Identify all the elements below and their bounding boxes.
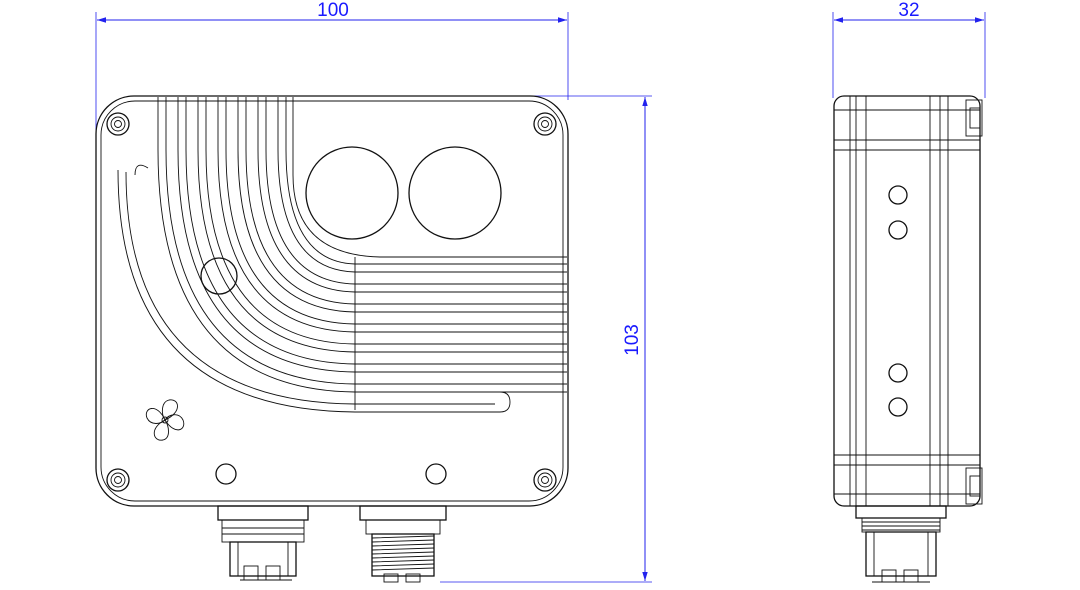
front-view: [95, 95, 569, 583]
mount-hole-right: [425, 463, 447, 485]
corner-screw-bottom-right: [533, 468, 557, 492]
dimension-label-height: 103: [622, 324, 643, 356]
side-hole-3: [888, 363, 908, 383]
lens-left: [305, 146, 399, 240]
side-hole-2: [888, 220, 908, 240]
lens-right: [408, 146, 502, 240]
mount-hole-left: [215, 463, 237, 485]
connector-right: [359, 505, 447, 583]
fan-propeller-logo: [145, 399, 185, 441]
side-connector: [855, 505, 947, 583]
connector-left: [217, 505, 309, 581]
dimension-depth-32: 32: [832, 0, 986, 98]
dimension-label-width: 100: [317, 0, 349, 21]
vent-hole: [200, 257, 238, 295]
dimension-height-103: 103: [440, 95, 652, 583]
dimension-width-100: 100: [95, 0, 569, 130]
side-hole-1: [888, 185, 908, 205]
corner-screw-top-right: [533, 112, 557, 136]
corner-screw-bottom-left: [106, 468, 130, 492]
dimension-label-depth: 32: [898, 0, 919, 21]
side-hole-4: [888, 397, 908, 417]
side-view: [833, 95, 983, 583]
corner-screw-top-left: [106, 112, 130, 136]
cooling-fins: [117, 97, 567, 413]
